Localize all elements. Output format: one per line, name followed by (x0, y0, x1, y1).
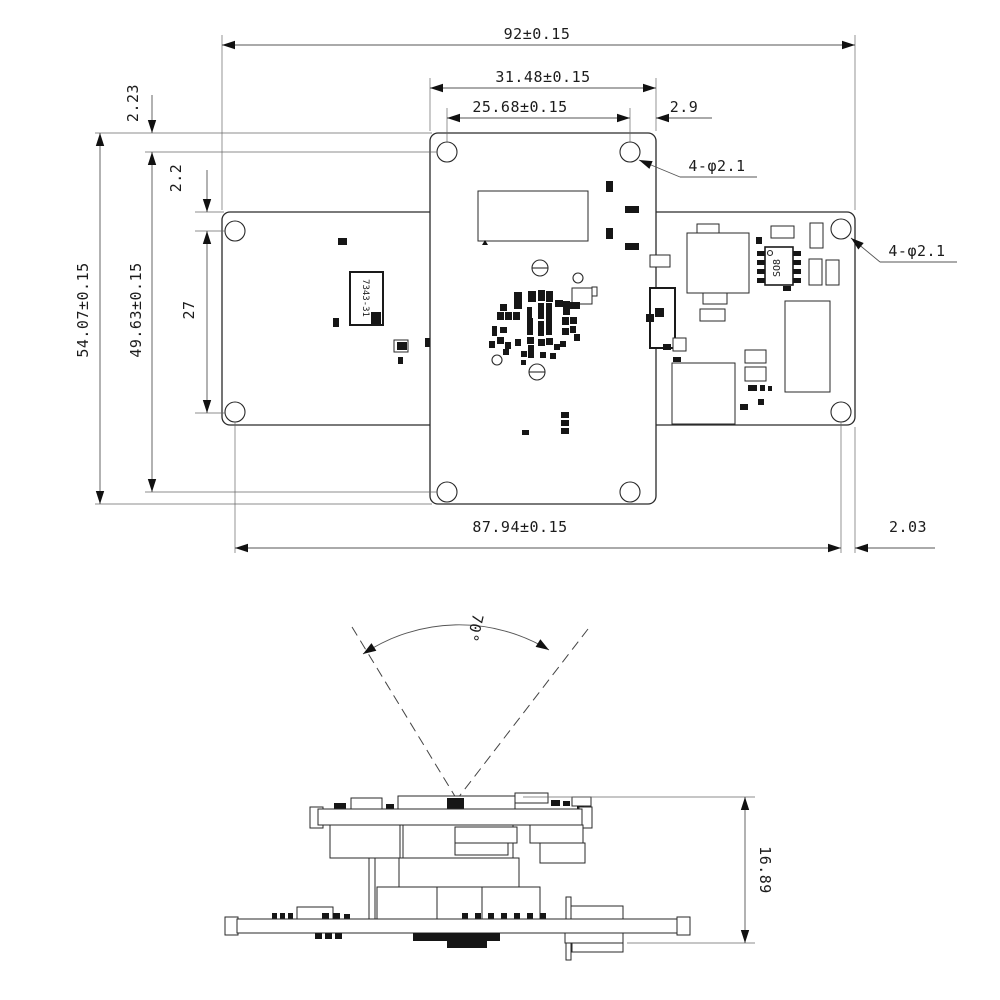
top-board-components (477, 181, 639, 435)
fov-angle-label: 70° (463, 612, 487, 644)
dim-label-overall-width: 92±0.15 (504, 25, 571, 43)
board-connector-left (376, 886, 438, 920)
relay (784, 300, 831, 393)
transformer (686, 232, 750, 294)
transformer-2 (671, 362, 736, 425)
left-board-components: 7343-31 (333, 238, 430, 364)
dim-label-hole-edge-offset-bottom: 2.03 (889, 518, 927, 536)
dim-label-hole-edge-offset-top: 2.9 (670, 98, 699, 116)
dim-hole-edge-offset-bottom: 2.03 (855, 518, 935, 553)
bottom-board-side (224, 896, 691, 961)
callout-base-board-holes: 4-φ2.1 (850, 237, 957, 263)
screw-head (528, 363, 546, 381)
callout-label-top-board-holes: 4-φ2.1 (688, 157, 745, 175)
side-view: 70° (224, 612, 774, 961)
fov-cone: 70° (351, 612, 589, 799)
arc-arrow-left (363, 643, 377, 654)
dim-label-top-hole-span: 25.68±0.15 (472, 98, 567, 116)
dim-base-edge-to-hole: 2.2 (167, 164, 225, 414)
top-board-side (309, 792, 593, 920)
edge-connector (649, 287, 676, 349)
dim-label-base-hole-span-vertical: 27 (180, 300, 198, 319)
dim-base-hole-span-vertical: 27 (180, 231, 212, 413)
dim-label-hole-span-vertical: 49.63±0.15 (127, 262, 145, 357)
pin1-mark (482, 240, 488, 245)
dim-label-assembly-height: 16.89 (756, 846, 774, 894)
dim-assembly-height: 16.89 (523, 796, 774, 944)
tantalum-capacitor-label: 7343-31 (360, 279, 370, 317)
so8-chip: SO8 (757, 246, 801, 286)
dim-hole-edge-offset-top: 2.9 (656, 98, 712, 123)
dim-top-board-width: 31.48±0.15 (429, 68, 657, 131)
smd-cluster (489, 290, 580, 365)
mounting-holes (224, 141, 852, 503)
screw-head (531, 259, 549, 277)
display-connector (477, 190, 589, 242)
top-view: 7343-31 (74, 25, 957, 553)
dim-edge-to-hole-top: 2.23 (124, 84, 157, 133)
dim-hole-span-vertical: 49.63±0.15 (127, 151, 437, 493)
dim-label-edge-to-hole-top: 2.23 (124, 84, 142, 122)
dim-label-top-board-width: 31.48±0.15 (495, 68, 590, 86)
dim-label-base-hole-span-horizontal: 87.94±0.15 (472, 518, 567, 536)
dim-base-hole-span-horizontal: 87.94±0.15 (234, 422, 856, 553)
dim-overall-height: 54.07±0.15 (74, 132, 432, 505)
callout-label-base-board-holes: 4-φ2.1 (888, 242, 945, 260)
dim-overall-width: 92±0.15 (221, 25, 856, 210)
dim-label-base-edge-to-hole: 2.2 (167, 164, 185, 193)
so8-chip-label: SO8 (772, 259, 783, 277)
arc-arrow-right (535, 639, 549, 650)
dim-label-overall-height: 54.07±0.15 (74, 262, 92, 357)
callout-top-board-holes: 4-φ2.1 (638, 157, 757, 178)
right-board-components: SO8 (646, 222, 840, 425)
dim-top-hole-span: 25.68±0.15 (446, 98, 631, 142)
